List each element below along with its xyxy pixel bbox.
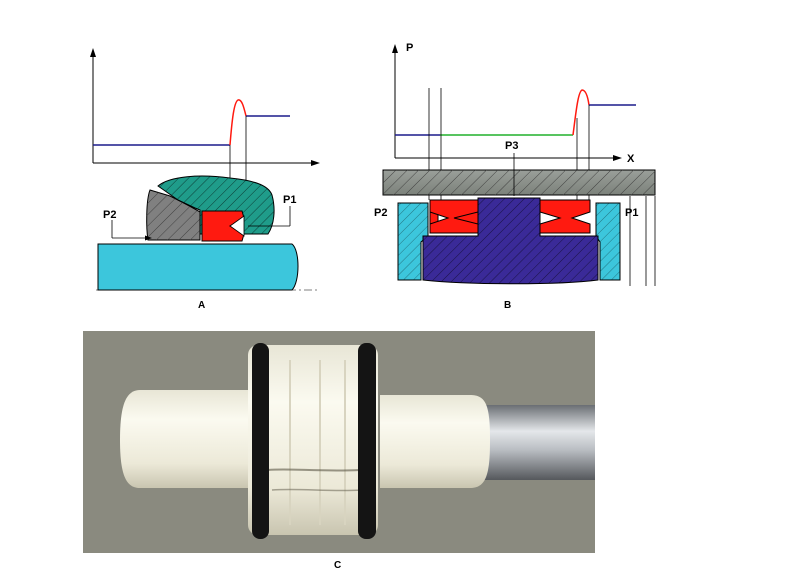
- rod-a: [97, 243, 299, 291]
- axis-b-x-arrow: [613, 155, 622, 161]
- photo-o-ring-left: [252, 343, 269, 539]
- caption-b: B: [504, 300, 511, 311]
- axis-b-y-label: P: [406, 42, 413, 54]
- pressure-b-spike: [572, 89, 590, 136]
- axis-a-x-arrow: [311, 160, 320, 166]
- caption-a: A: [198, 300, 205, 311]
- panel-a: P2 P1 A: [90, 48, 320, 311]
- pressure-a-spike: [229, 99, 247, 146]
- photo-piston-neck-right: [380, 395, 490, 488]
- seal-right-b: [539, 199, 591, 234]
- photo-piston-shaft-left: [120, 390, 250, 488]
- label-a-p2: P2: [103, 209, 116, 221]
- axis-b-x-label: X: [627, 153, 635, 165]
- panel-b: P X P3: [374, 42, 656, 311]
- photo-o-ring-right: [358, 343, 376, 539]
- label-b-p2: P2: [374, 207, 387, 219]
- axis-b-y-arrow: [392, 44, 398, 53]
- photo-steel-rod: [480, 405, 595, 480]
- axis-a-y-arrow: [90, 48, 96, 57]
- label-b-p1: P1: [625, 207, 638, 219]
- panel-c-photo: C: [83, 331, 595, 571]
- label-b-p3: P3: [505, 140, 518, 152]
- label-a-p1: P1: [283, 194, 296, 206]
- caption-c: C: [334, 560, 341, 571]
